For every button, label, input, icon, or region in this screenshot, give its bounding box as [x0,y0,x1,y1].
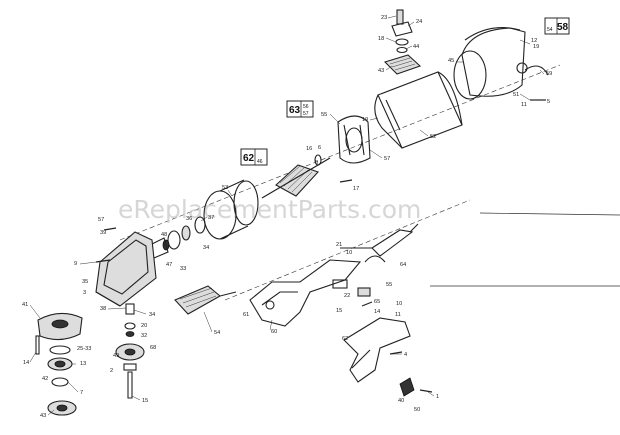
callout-64: 64 [400,262,406,268]
callout-68: 68 [150,345,156,351]
callout-19-mid: 19 [362,117,368,123]
callout-61: 61 [243,312,249,318]
rear-handle [249,259,411,383]
side-handle [174,285,237,315]
callout-59: 59 [546,71,552,77]
callout-20: 20 [141,323,147,329]
callout-1: 1 [436,394,439,400]
baffle-ring [203,179,259,240]
callout-36: 36 [186,216,192,222]
callout-43-bottom: 43 [40,413,46,419]
callout-3: 3 [83,290,86,296]
callout-9: 9 [74,261,77,267]
callout-21: 21 [336,242,342,248]
callout-43: 43 [378,68,384,74]
callout-60: 60 [271,329,277,335]
callout-34-top: 34 [203,245,209,251]
callout-5: 5 [547,99,550,105]
spindle-spacers [124,303,136,337]
gear-case [95,231,157,307]
boxed-ref-58-label: 58 [557,22,569,33]
boxed-ref-63: 63 56 57 [286,100,314,118]
callout-42: 42 [42,376,48,382]
callout-49: 49 [113,353,119,359]
callout-12: 12 [531,38,537,44]
spindle-gear [115,343,145,399]
callout-65: 65 [374,299,380,305]
boxed-ref-62: 62 46 [240,148,268,166]
callout-39: 39 [100,230,106,236]
boxed-ref-63-bottom: 57 [303,111,309,117]
callout-16: 16 [306,146,312,152]
callout-15: 15 [142,398,148,404]
boxed-ref-62-bottom: 46 [257,159,263,165]
watermark-text: eReplacementParts.com [118,195,421,224]
callout-40: 40 [398,398,404,404]
callout-45: 45 [448,58,454,64]
callout-52: 52 [430,134,436,140]
callout-57-left: 57 [98,217,104,223]
callout-51: 51 [513,92,519,98]
callout-labels: 23 24 18 44 43 45 12 19 59 51 11 5 52 19… [22,15,552,419]
boxed-ref-63-label: 63 [289,105,301,116]
callout-62: 62 [342,336,348,342]
callout-6: 6 [318,145,321,151]
callout-4: 4 [404,352,407,358]
callout-13: 13 [80,361,86,367]
boxed-ref-58: 54 58 [544,17,570,35]
callout-14-lower: 14 [374,309,380,315]
callout-19-top: 19 [533,44,539,50]
field-housing [374,71,463,149]
callout-38: 38 [100,306,106,312]
boxed-ref-63-top: 56 [303,104,309,110]
field-coil [337,115,371,164]
callout-17: 17 [353,186,359,192]
callout-55-lower: 55 [386,282,392,288]
callout-55: 55 [321,112,327,118]
callout-47: 47 [166,262,172,268]
callout-41: 41 [22,302,28,308]
callout-48-top: 48 [161,232,167,238]
brush-plate-43 [383,54,422,75]
callout-11-lower: 11 [395,312,401,318]
callout-15-lower: 15 [336,308,342,314]
callout-10-lower: 10 [396,301,402,307]
boxed-ref-58-small: 54 [547,27,553,33]
callout-2: 2 [110,368,113,374]
misc-screws [95,99,546,393]
motor-housing [453,27,549,100]
callout-32: 32 [141,333,147,339]
callout-18: 18 [378,36,384,42]
callout-37: 37 [208,215,214,221]
reference-line-upper [479,212,620,216]
callout-33: 33 [180,266,186,272]
callout-23: 23 [381,15,387,21]
callout-14: 14 [23,360,29,366]
callout-10: 10 [346,250,352,256]
callout-24: 24 [416,19,422,25]
armature [261,154,331,199]
callout-57: 57 [384,156,390,162]
assembly-axis-handle [224,199,471,301]
callout-44: 44 [413,44,419,50]
callout-7: 7 [80,390,83,396]
boxed-ref-62-label: 62 [243,153,255,164]
spindle-bearing-assembly [35,312,83,416]
callout-22: 22 [344,293,350,299]
callout-53: 53 [222,185,228,191]
bearing-stack [149,216,206,259]
callout-34-mid: 34 [149,312,155,318]
callout-25-33: 25-33 [77,346,91,352]
callout-11: 11 [521,102,527,108]
callout-54-handle: 54 [214,330,220,336]
callout-8: 8 [315,160,318,166]
switch-and-cord [332,223,419,397]
callout-50: 50 [414,407,420,413]
leader-lines [29,15,545,416]
callout-35: 35 [82,279,88,285]
